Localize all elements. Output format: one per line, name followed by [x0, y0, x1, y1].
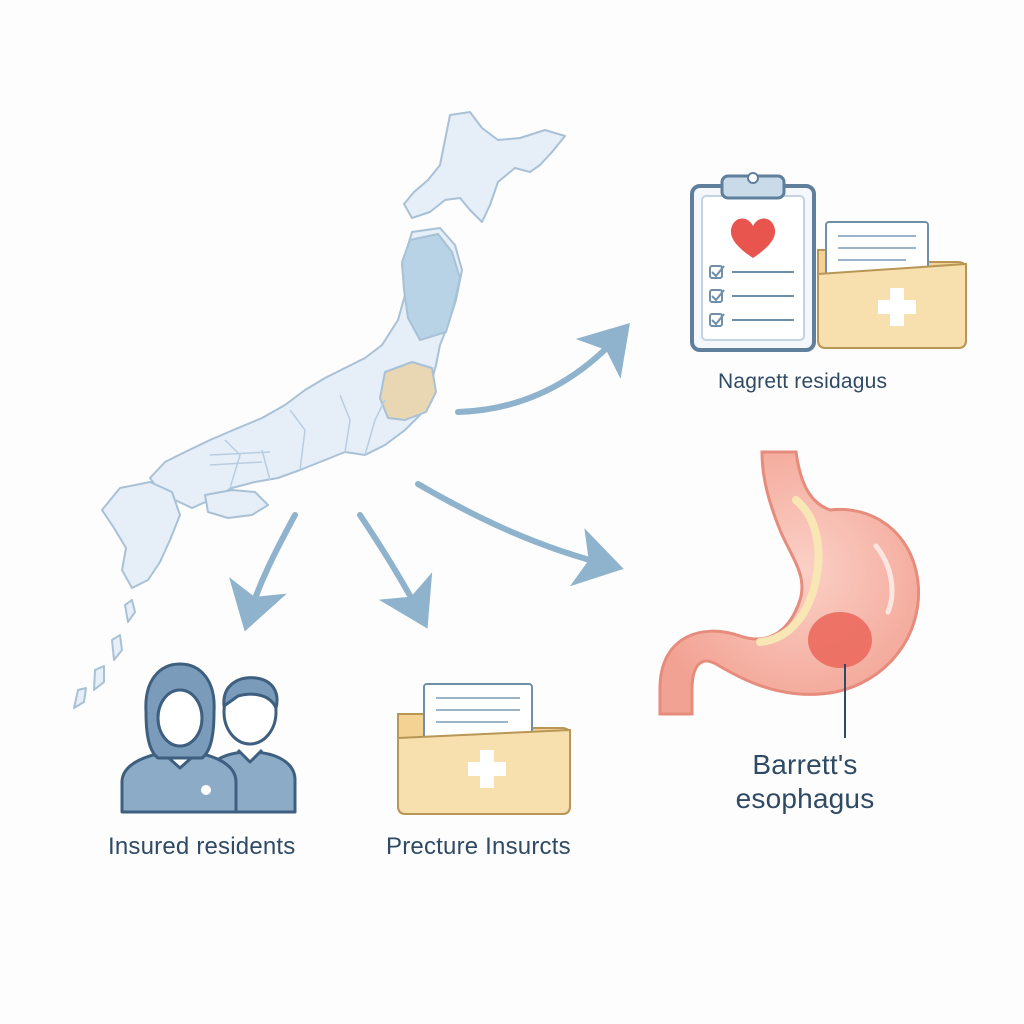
- arrow-to-stomach: [415, 481, 624, 587]
- insurance-label: Precture Insurcts: [386, 833, 571, 860]
- map-shikoku: [204, 489, 269, 519]
- flow-arrows: [229, 323, 630, 632]
- heart-icon: [730, 218, 776, 258]
- insurance-folder-icon: [397, 683, 571, 815]
- japan-map-icon: [73, 111, 566, 709]
- arrow-to-insurance: [357, 512, 433, 629]
- barretts-line-2: esophagus: [735, 783, 875, 814]
- barretts-esophagus-label: Barrett's esophagus: [700, 748, 910, 816]
- insured-residents-label: Insured residents: [108, 833, 296, 860]
- stomach-icon: [658, 450, 921, 738]
- barretts-line-1: Barrett's: [752, 749, 858, 780]
- map-borders: [209, 394, 386, 489]
- cross-icon: [468, 750, 506, 788]
- arrow-to-records: [455, 323, 630, 415]
- checklist: [709, 265, 794, 327]
- map-islands: [73, 599, 136, 709]
- medical-folder-icon: [817, 221, 967, 349]
- arrow-to-residents: [229, 512, 298, 632]
- map-kyushu: [101, 481, 181, 589]
- cross-icon: [878, 288, 916, 326]
- people-icon: [120, 662, 297, 814]
- map-region-tohoku: [401, 233, 461, 341]
- lesion-spot: [808, 612, 872, 668]
- records-label: Nagrett residagus: [718, 370, 888, 393]
- map-hokkaido: [403, 111, 566, 223]
- clipboard-heart-icon: [690, 172, 816, 352]
- map-region-kanto: [379, 361, 437, 421]
